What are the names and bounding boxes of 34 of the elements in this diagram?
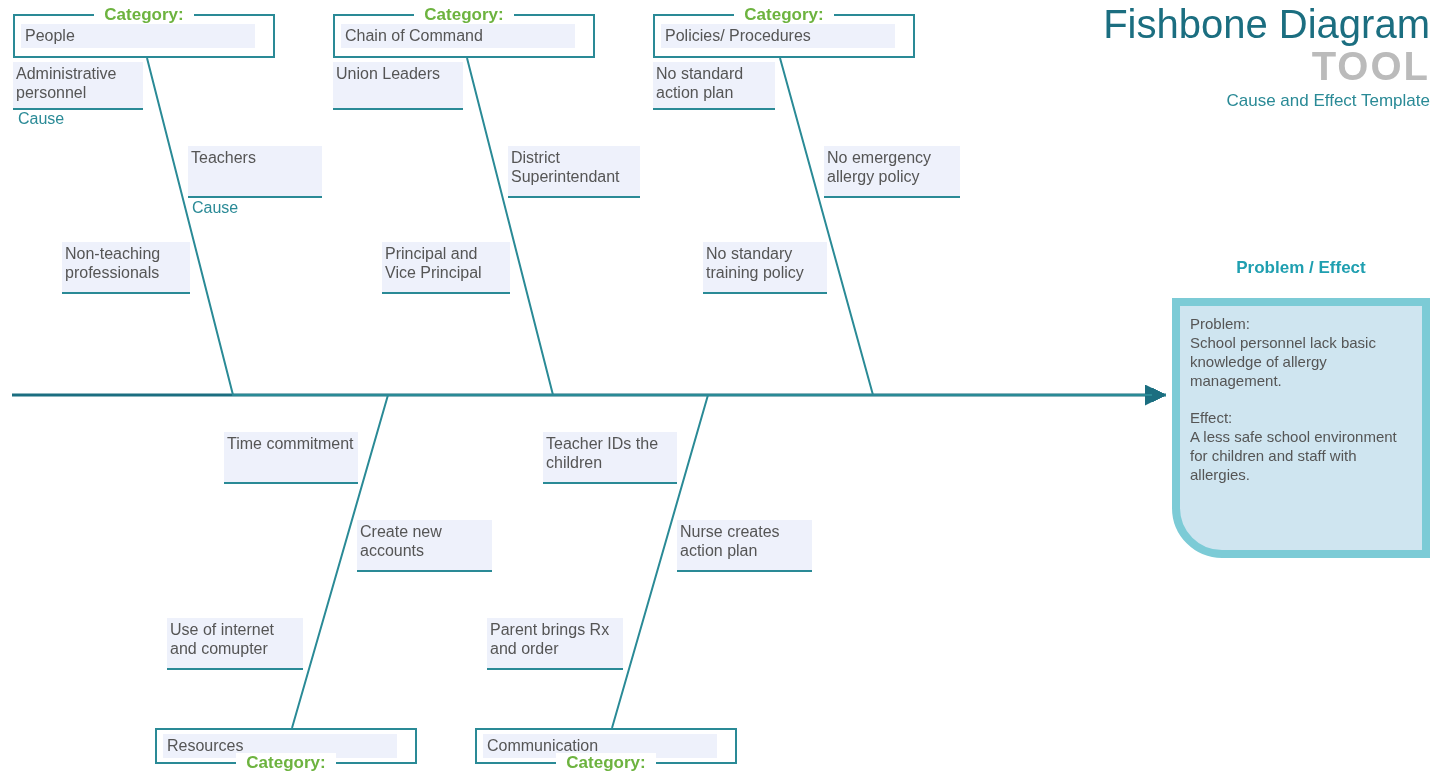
cause-box: Use of internet and comupter [167, 618, 303, 670]
text-paragraph: A less safe school environment for children and staff with allergies. [1190, 427, 1398, 484]
cause-box: Teacher IDs the children [543, 432, 677, 484]
cause-box: Principal and Vice Principal [382, 242, 510, 294]
cause-box: District Superintendant [508, 146, 640, 198]
cause-box: Teachers [188, 146, 322, 198]
category-heading: Category: [236, 753, 336, 772]
effect-heading: Problem / Effect [1235, 258, 1367, 278]
cause-box: Create new accounts [357, 520, 492, 572]
text-heading: Effect: [1190, 408, 1234, 427]
cause-box: Parent brings Rx and order [487, 618, 623, 670]
spine-arrow [12, 384, 1166, 406]
cause-box: Nurse creates action plan [677, 520, 812, 572]
cause-box: No emergency allergy policy [824, 146, 960, 198]
subtitle: Cause and Effect Template [1226, 90, 1430, 111]
cause-label: Cause [192, 199, 239, 217]
title: Fishbone Diagram [1103, 1, 1430, 48]
cause-box: Union Leaders [333, 62, 463, 110]
bone-line [611, 388, 1167, 729]
category-heading: Category: [94, 5, 194, 24]
category-heading: Category: [414, 5, 514, 24]
cause-box: No standard action plan [653, 62, 775, 110]
category-name: People [21, 24, 255, 48]
cause-label: Cause [18, 110, 65, 128]
cause-box: Time commitment [224, 432, 358, 484]
cause-box: No standary training policy [703, 242, 827, 294]
category-heading: Category: [734, 5, 834, 24]
category-name: Chain of Command [341, 24, 575, 48]
cause-box: Administrative personnel [13, 62, 143, 110]
category-heading: Category: [556, 753, 656, 772]
text-paragraph: School personnel lack basic knowledge of allergy management. [1190, 333, 1377, 390]
text-heading: Problem: [1190, 314, 1252, 333]
category-name: Policies/ Procedures [661, 24, 895, 48]
cause-box: Non-teaching professionals [62, 242, 190, 294]
